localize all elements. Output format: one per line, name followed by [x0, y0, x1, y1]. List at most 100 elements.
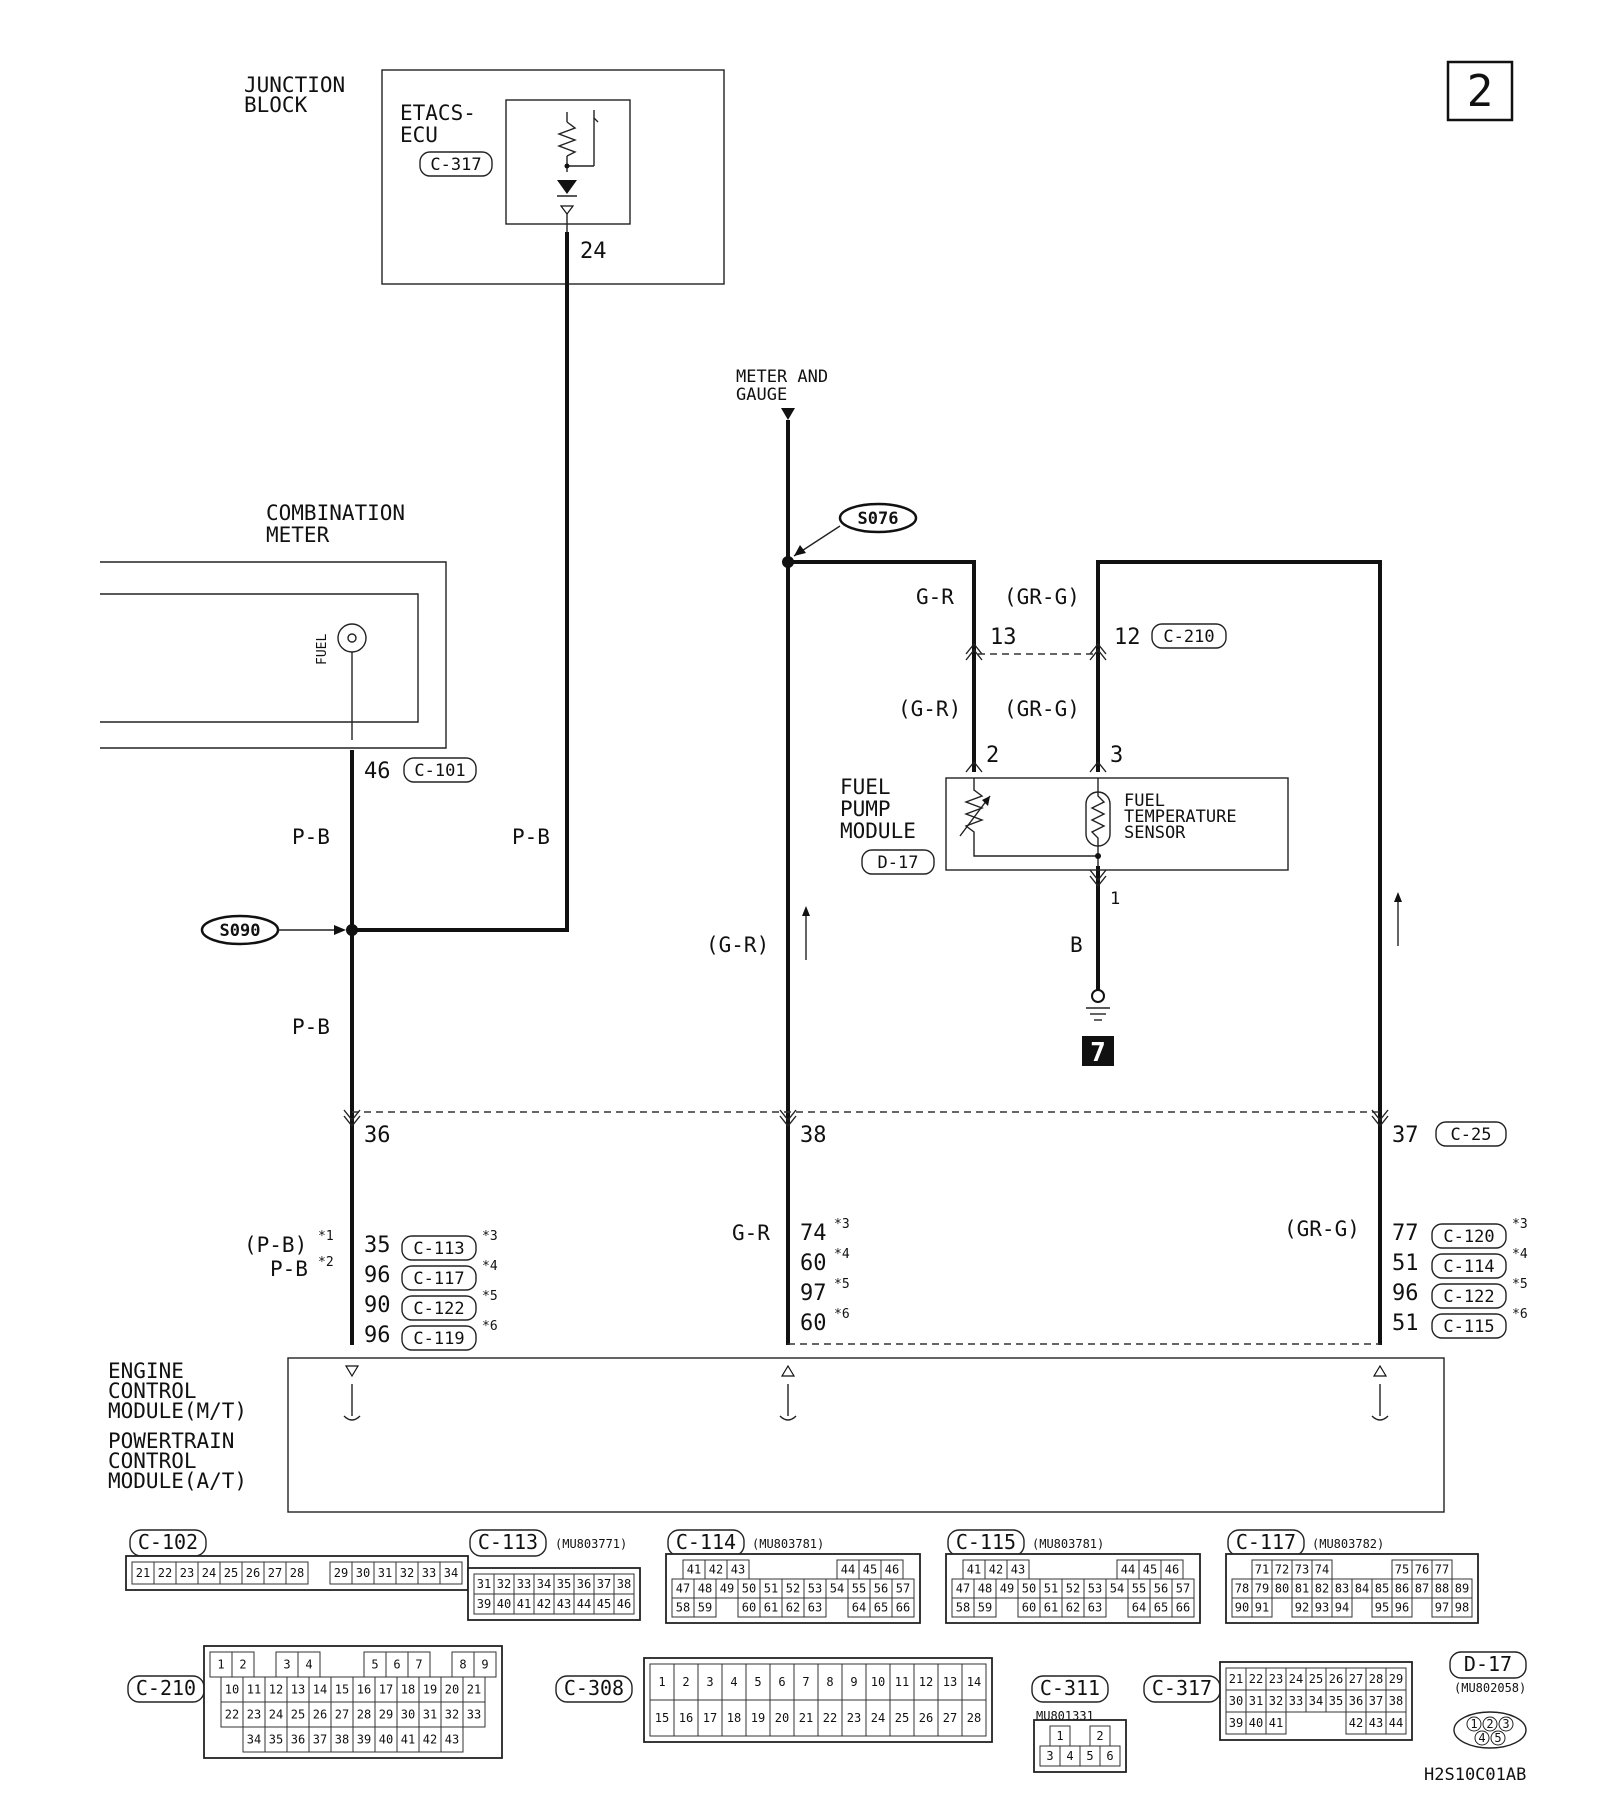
pin-number: 45 — [863, 1563, 877, 1577]
pin-number: 4 — [305, 1658, 312, 1672]
pin-number: 62 — [1066, 1601, 1080, 1615]
pin-number: 41 — [687, 1563, 701, 1577]
engine-control-module: ENGINE CONTROL MODULE(M/T) POWERTRAIN CO… — [108, 1357, 1445, 1513]
pin-number: 20 — [445, 1683, 459, 1697]
meter-gauge-label-1: METER AND — [736, 367, 828, 387]
c25-pin-38: 38 — [800, 1123, 827, 1148]
etacs-resistor-icon — [557, 110, 599, 215]
pin-number: 59 — [978, 1601, 992, 1615]
ecm-left-conn: C-122 — [413, 1299, 464, 1319]
pin-number: 36 — [1349, 1694, 1363, 1708]
pin-number: 4 — [1478, 1731, 1485, 1745]
pin-number: 44 — [841, 1563, 855, 1577]
d17-connector-label: D-17 — [878, 853, 919, 873]
ecm-left-wire-2: P-B — [270, 1257, 308, 1281]
pin-number: 46 — [1165, 1563, 1179, 1577]
pin-number: 27 — [943, 1711, 957, 1725]
ecm-left-conn: C-113 — [413, 1239, 464, 1259]
pin-number: 10 — [871, 1675, 885, 1689]
pin-number: 58 — [676, 1601, 690, 1615]
pin-number: 45 — [1143, 1563, 1157, 1577]
d17-label: D-17 — [1464, 1652, 1512, 1676]
meter-gauge-arrow-icon — [781, 408, 795, 420]
pin-number: 50 — [742, 1582, 756, 1596]
pin-number: 28 — [357, 1708, 371, 1722]
pin-number: 20 — [775, 1711, 789, 1725]
pin-number: 60 — [742, 1601, 756, 1615]
pin-number: 75 — [1395, 1563, 1409, 1577]
fuel-pump-module: FUEL PUMP MODULE D-17 2 3 FUEL TEMPERATU… — [840, 743, 1289, 909]
pin-number: 79 — [1255, 1582, 1269, 1596]
pin-number: 22 — [1249, 1672, 1263, 1686]
pin-number: 93 — [1315, 1601, 1329, 1615]
c115-label: C-115 — [956, 1530, 1016, 1554]
c317-label: C-317 — [1152, 1676, 1212, 1700]
c308-label: C-308 — [564, 1676, 624, 1700]
ecm-mid-note: *5 — [834, 1277, 850, 1292]
pin-number: 4 — [1066, 1749, 1073, 1763]
wire-color-pb-right: P-B — [512, 825, 550, 849]
pin-number: 7 — [802, 1675, 809, 1689]
pin-number: 42 — [423, 1733, 437, 1747]
pin-number: 52 — [786, 1582, 800, 1596]
pin-number: 57 — [1176, 1582, 1190, 1596]
pin-number: 88 — [1435, 1582, 1449, 1596]
etacs-connector-label: C-317 — [430, 155, 481, 175]
ecm-right-conn: C-114 — [1443, 1257, 1494, 1277]
ecm-left-note-1: *1 — [318, 1229, 334, 1244]
ecm-pins-right: (GR-G) 77 C-120 *3 51 C-114 *4 96 C-122 … — [1284, 1217, 1528, 1339]
pin-number: 37 — [313, 1733, 327, 1747]
c115-part-number: (MU803781) — [1032, 1537, 1104, 1551]
fuel-temperature-sensor-label-3: SENSOR — [1124, 823, 1186, 843]
c117-part-number: (MU803782) — [1312, 1537, 1384, 1551]
pin-number: 26 — [246, 1566, 260, 1580]
pin-number: 11 — [247, 1683, 261, 1697]
pin-number: 46 — [885, 1563, 899, 1577]
pin-number: 55 — [1132, 1582, 1146, 1596]
pin-number: 23 — [180, 1566, 194, 1580]
pin-number: 40 — [1249, 1716, 1263, 1730]
ecm-mid-pin: 60 — [800, 1311, 827, 1336]
pcm-label-1: POWERTRAIN — [108, 1429, 234, 1453]
pin-number: 37 — [1369, 1694, 1383, 1708]
fuel-temperature-sensor-label-1: FUEL — [1124, 791, 1165, 811]
pin-number: 32 — [497, 1577, 511, 1591]
pin-number: 32 — [1269, 1694, 1283, 1708]
pin-number: 43 — [1011, 1563, 1025, 1577]
c210-junction: 13 12 C-210 — [965, 623, 1227, 661]
pin-number: 24 — [871, 1711, 885, 1725]
fuel-pump-pin-3: 3 — [1110, 743, 1123, 768]
c114-part-number: (MU803781) — [752, 1537, 824, 1551]
pin-number: 31 — [423, 1708, 437, 1722]
c102-label: C-102 — [138, 1530, 198, 1554]
pin-number: 29 — [379, 1708, 393, 1722]
combination-meter: COMBINATION METER FUEL 46 C-101 — [100, 501, 477, 784]
c113-label: C-113 — [478, 1530, 538, 1554]
pin-number: 47 — [676, 1582, 690, 1596]
pin-number: 43 — [1369, 1716, 1383, 1730]
pin-number: 3 — [283, 1658, 290, 1672]
ecm-mid-pin: 60 — [800, 1251, 827, 1276]
pin-number: 74 — [1315, 1563, 1329, 1577]
pin-number: 30 — [1229, 1694, 1243, 1708]
ecm-left-wire-1: (P-B) — [244, 1233, 307, 1257]
pin-number: 40 — [379, 1733, 393, 1747]
c117-label: C-117 — [1236, 1530, 1296, 1554]
pin-number: 40 — [497, 1597, 511, 1611]
pin-number: 86 — [1395, 1582, 1409, 1596]
fuel-pump-module-label-1: FUEL — [840, 775, 891, 799]
ecm-right-pin: 96 — [1392, 1281, 1419, 1306]
pin-number: 5 — [371, 1658, 378, 1672]
pin-number: 5 — [1086, 1749, 1093, 1763]
pin-number: 46 — [617, 1597, 631, 1611]
pin-number: 25 — [291, 1708, 305, 1722]
junction-block: JUNCTION BLOCK ETACS- ECU C-317 24 — [244, 69, 725, 285]
pin-number: 24 — [1289, 1672, 1303, 1686]
wire-color-gr-top: G-R — [916, 585, 954, 609]
pin-number: 36 — [577, 1577, 591, 1591]
current-arrow-icon — [1394, 892, 1402, 946]
pin-number: 51 — [1044, 1582, 1058, 1596]
pin-number: 8 — [826, 1675, 833, 1689]
